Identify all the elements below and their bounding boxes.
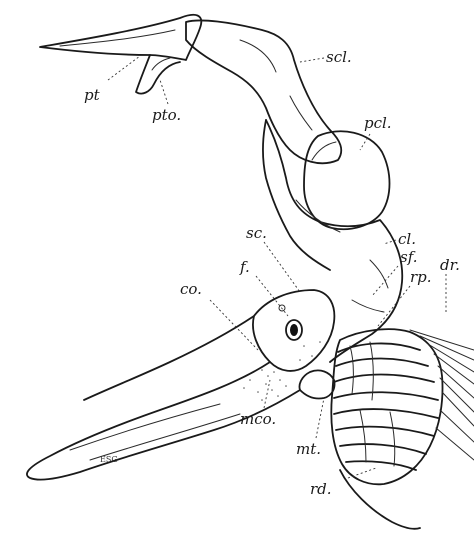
label-dr: dr. — [440, 256, 460, 274]
label-mt: mt. — [296, 440, 321, 458]
label-rp: rp. — [410, 268, 432, 286]
lower-fin-edge — [340, 470, 420, 529]
label-sc: sc. — [246, 224, 267, 242]
label-scl: scl. — [326, 48, 352, 66]
label-pcl: pcl. — [364, 114, 392, 132]
scapular-foramen — [290, 324, 298, 336]
postcleithrum-bone — [304, 131, 390, 229]
label-pto: pto. — [152, 106, 181, 124]
label-co: co. — [180, 280, 202, 298]
label-rd: rd. — [310, 480, 332, 498]
post-temporal-bone — [40, 15, 201, 94]
coracoid-bone — [27, 316, 300, 480]
artist-signature: ESG — [100, 455, 118, 464]
label-sf: sf. — [400, 248, 417, 266]
label-mco: mco. — [240, 410, 276, 428]
pectoral-radials — [331, 329, 442, 484]
label-f: f. — [239, 258, 250, 276]
scapula-bone — [253, 290, 334, 371]
label-cl: cl. — [398, 230, 416, 248]
metapterygium-bone — [299, 370, 334, 398]
label-pt: pt — [84, 86, 101, 104]
